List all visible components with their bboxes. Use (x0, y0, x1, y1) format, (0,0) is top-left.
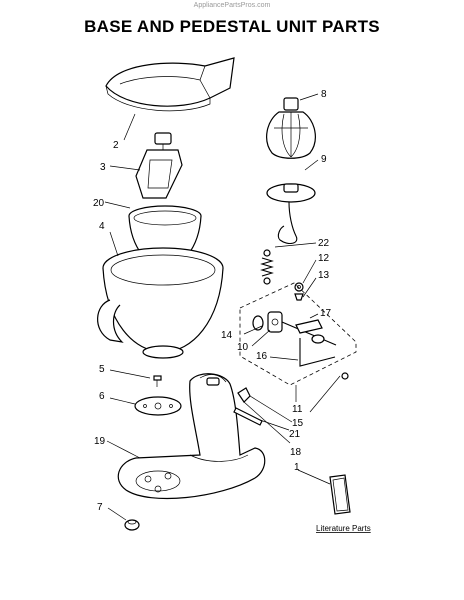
callout-20: 20 (93, 198, 105, 209)
mixing-bowl-part[interactable] (97, 247, 224, 359)
callout-3: 3 (100, 162, 106, 173)
literature-parts-label: Literature Parts (316, 524, 371, 533)
callout-16: 16 (256, 351, 268, 362)
callout-17: 17 (320, 308, 332, 319)
wire-whip-part[interactable] (266, 97, 316, 159)
callout-15: 15 (292, 418, 304, 429)
screw-part[interactable] (294, 293, 304, 301)
bowl-lift-assembly-part[interactable] (252, 311, 349, 380)
pouring-shield-part[interactable] (105, 57, 235, 112)
callout-6: 6 (99, 391, 105, 402)
callout-11: 11 (292, 404, 303, 415)
bowl-lift-cam-part[interactable] (237, 387, 251, 403)
rubber-foot-part[interactable] (124, 519, 140, 531)
callout-18: 18 (290, 447, 302, 458)
literature-booklet-part[interactable] (329, 474, 351, 515)
bowl-lift-rod-part[interactable] (233, 407, 263, 426)
spring-part[interactable] (260, 249, 274, 285)
callout-13: 13 (318, 270, 330, 281)
flat-beater-part[interactable] (135, 132, 183, 199)
callout-14: 14 (221, 330, 233, 341)
callout-10: 10 (237, 342, 249, 353)
callout-21: 21 (289, 429, 301, 440)
dough-hook-part[interactable] (266, 183, 316, 245)
callout-5: 5 (99, 364, 105, 375)
callout-8: 8 (321, 89, 327, 100)
callout-4: 4 (99, 221, 105, 232)
callout-1: 1 (294, 462, 300, 473)
callout-7: 7 (97, 502, 103, 513)
watermark-text: AppliancePartsPros.com (193, 2, 271, 9)
callout-19: 19 (94, 436, 106, 447)
clamp-plate-part[interactable] (134, 396, 182, 416)
callout-12: 12 (318, 253, 330, 264)
callout-2: 2 (113, 140, 119, 151)
diagram-title: BASE AND PEDESTAL UNIT PARTS (84, 17, 380, 36)
pedestal-base-part[interactable] (117, 373, 266, 500)
washer-part[interactable] (294, 282, 304, 292)
callout-22: 22 (318, 238, 330, 249)
bowl-clamp-screw-part[interactable] (153, 375, 162, 387)
callout-9: 9 (321, 154, 327, 165)
